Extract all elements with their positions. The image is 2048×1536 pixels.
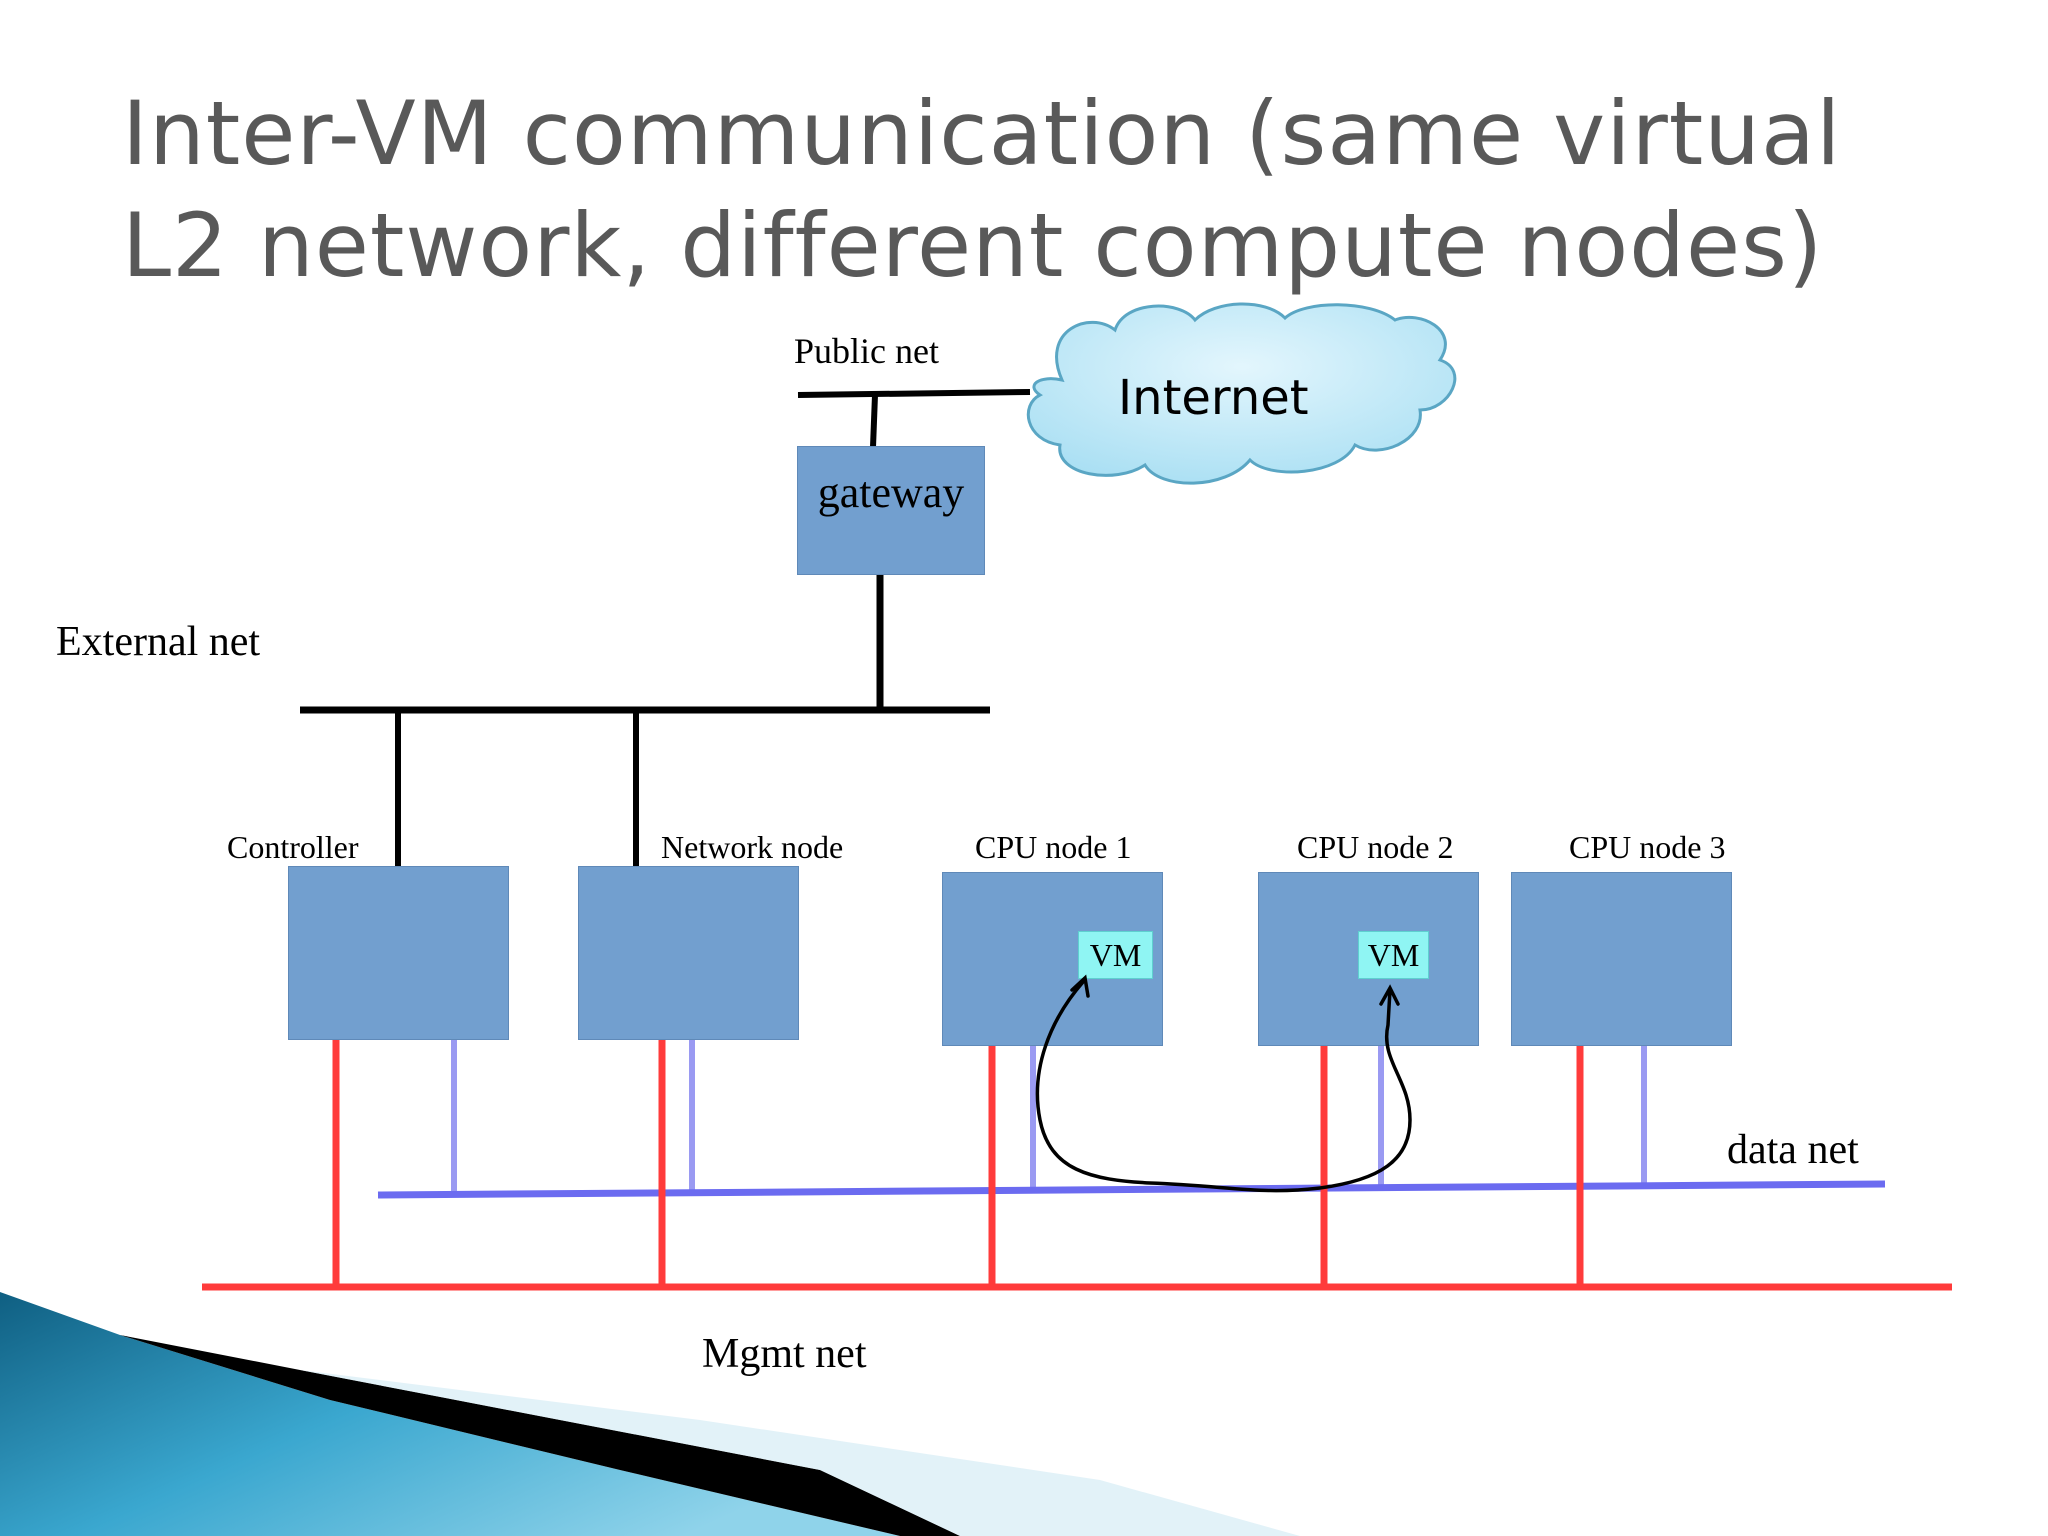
title-line-1: Inter-VM communication (same virtual <box>122 82 1842 185</box>
data-net-label: data net <box>1727 1127 1859 1173</box>
title-line-2: L2 network, different compute nodes) <box>122 194 1824 297</box>
public-net-label: Public net <box>794 331 939 371</box>
gateway-label: gateway <box>817 468 965 517</box>
arrowhead-cpu1-vm <box>1070 974 1090 998</box>
internet-label: Internet <box>1118 370 1309 426</box>
cpu-node-3-box <box>1511 872 1732 1046</box>
cpu-node-2-box: VM <box>1258 872 1479 1046</box>
cpu-node-2-vm: VM <box>1358 931 1429 979</box>
gateway-box: gateway <box>797 446 985 575</box>
controller-label: Controller <box>227 829 359 865</box>
cpu-node-1-box: VM <box>942 872 1163 1046</box>
controller-box <box>288 866 509 1040</box>
network-node-label: Network node <box>661 829 844 865</box>
data-net-line <box>377 1180 1886 1199</box>
cpu-node-1-label: CPU node 1 <box>975 829 1132 865</box>
cpu-node-3-label: CPU node 3 <box>1569 829 1726 865</box>
public-gateway-link <box>870 394 878 448</box>
cpu-node-2-label: CPU node 2 <box>1297 829 1454 865</box>
cpu-node-1-vm: VM <box>1078 931 1153 979</box>
external-net-label: External net <box>56 619 261 665</box>
slide-title: Inter-VM communication (same virtual L2 … <box>122 78 1942 302</box>
public-net-line <box>797 389 1031 398</box>
mgmt-net-label: Mgmt net <box>702 1331 867 1377</box>
network-node-box <box>578 866 799 1040</box>
arrowhead-cpu2-vm <box>1379 984 1400 1006</box>
